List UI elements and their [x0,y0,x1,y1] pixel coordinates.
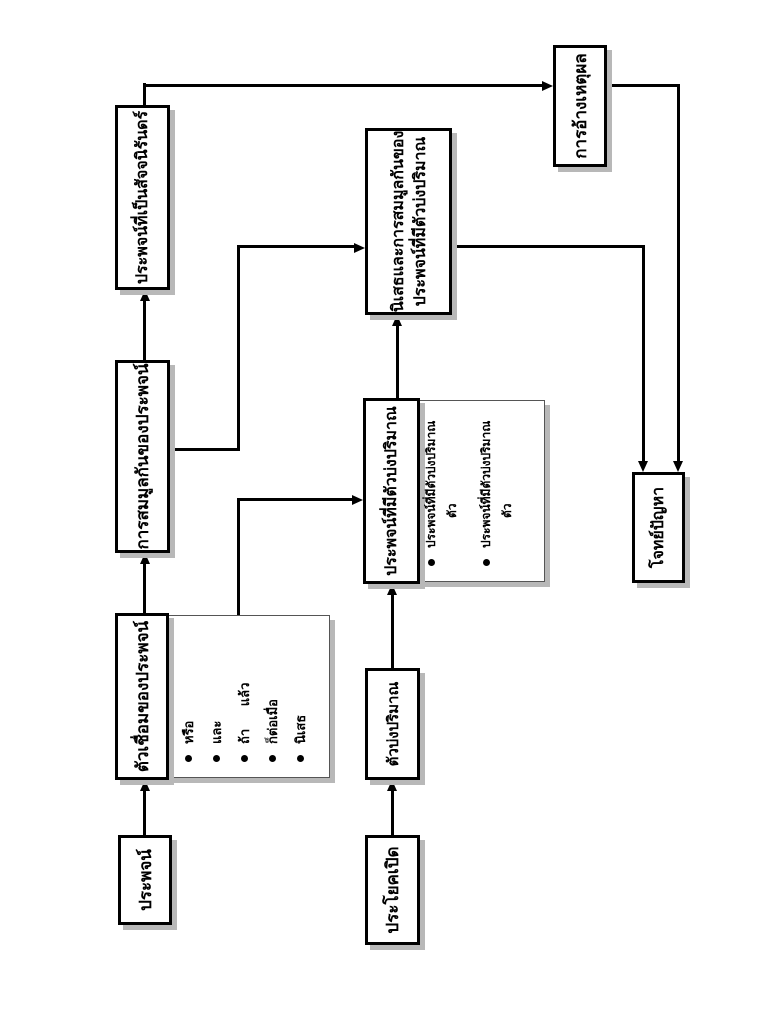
bullet-label: หรือ [181,720,197,744]
connector-segment [143,301,146,360]
arrowhead [392,315,402,326]
connector-segment [237,245,240,451]
box-argument: การอ้างเหตุผล [553,45,607,167]
arrowhead [542,81,553,91]
bullet-label: และ [209,720,225,744]
bullet-label: ถ้า แล้ว [237,682,253,744]
connectives-bullet-list: หรือ และ ถ้า แล้ว ก็ต่อเมื่อ นิเสธ [174,683,314,762]
connector-segment [143,564,146,613]
connector-segment [170,448,240,451]
box-problem: โจทย์ปัญหา [632,472,685,583]
connector-segment [396,326,399,400]
connector-segment [237,498,352,501]
bullet-icon [427,559,435,566]
list-item: ประพจน์ที่มีตัวบ่งปริมาณ ตัว [420,421,462,566]
box-quantified: ประพจน์ที่มีตัวบ่งปริมาณ [363,398,420,584]
connector-segment [143,791,146,835]
box-tautology: ประพจน์ที่เป็นสัจจนิรันดร์ [115,105,170,290]
box-negation-equivalence: นิเสธและการสมมูลกันของ ประพจน์ที่มีตัวบ่… [365,128,452,315]
bullet-label: ประพจน์ที่มีตัวบ่งปริมาณ [478,420,493,548]
arrowhead [140,553,150,564]
connector-segment [607,84,680,87]
list-item: นิเสธ [286,683,314,762]
arrowhead [387,780,397,791]
arrowhead [140,290,150,301]
bullet-icon [212,755,220,762]
connector-segment [143,84,542,87]
list-item: และ [202,683,230,762]
bullet-icon [482,559,490,566]
arrowhead [352,495,363,505]
quantified-bullet-list: ประพจน์ที่มีตัวบ่งปริมาณ ตัว ประพจน์ที่ม… [420,421,530,566]
box-equivalence: การสมมูลกันของประพจน์ [115,360,170,553]
bullet-icon [296,755,304,762]
arrowhead [673,461,683,472]
bullet-label-line2: ตัว [500,503,514,518]
connector-segment [237,498,240,615]
list-item: ถ้า แล้ว [230,683,258,762]
connector-segment [677,84,680,461]
list-item: หรือ [174,683,202,762]
bullet-icon [268,755,276,762]
bullet-label: ประพจน์ที่มีตัวบ่งปริมาณ [423,420,438,548]
arrowhead [387,584,397,595]
arrowhead [354,243,365,253]
bullet-label: นิเสธ [293,714,309,744]
bullet-icon [240,755,248,762]
connector-segment [452,245,644,248]
list-item: ประพจน์ที่มีตัวบ่งปริมาณ ตัว [475,421,517,566]
connector-segment [391,595,394,668]
connector-segment [642,245,645,461]
box-label-line1: นิเสธและการสมมูลกันของ [387,130,407,313]
arrowhead [140,780,150,791]
connector-segment [237,245,354,248]
connector-segment [391,791,394,835]
box-open-sentence: ประโยคเปิด [365,835,420,945]
bullet-label: ก็ต่อเมื่อ [265,699,281,744]
box-quantifier: ตัวบ่งปริมาณ [365,668,420,780]
list-item: ก็ต่อเมื่อ [258,683,286,762]
box-proposition: ประพจน์ [118,835,172,925]
bullet-icon [184,755,192,762]
bullet-label-line2: ตัว [445,503,459,518]
box-connectives: ตัวเชื่อมของประพจน์ [115,613,169,780]
box-label-line2: ประพจน์ที่มีตัวบ่งปริมาณ [409,136,429,307]
arrowhead [638,461,648,472]
